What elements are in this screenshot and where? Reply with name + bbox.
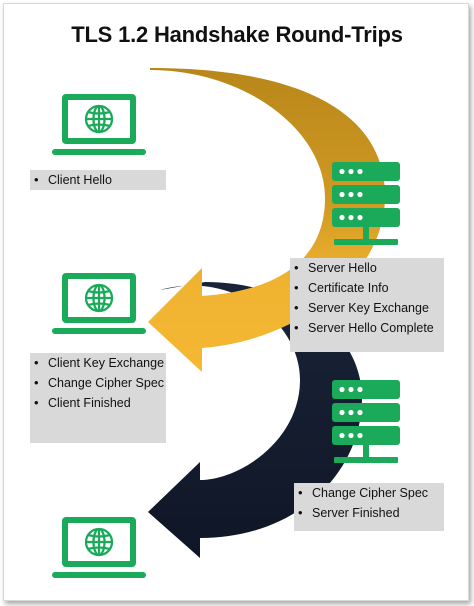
list-item: Server Key Exchange	[290, 298, 444, 318]
globe-icon	[84, 104, 114, 134]
list-item: Client Key Exchange	[30, 353, 166, 373]
diagram-title: TLS 1.2 Handshake Round-Trips	[71, 22, 403, 47]
list-item: Change Cipher Spec	[30, 373, 166, 393]
server-finished-box: Change Cipher Spec Server Finished	[294, 483, 444, 531]
list-item: Client Hello	[30, 170, 166, 190]
globe-icon	[84, 527, 114, 557]
client-key-exchange-box: Client Key Exchange Change Cipher Spec C…	[30, 353, 166, 443]
list-item: Certificate Info	[290, 278, 444, 298]
client-laptop-3	[52, 517, 146, 578]
client-laptop-1	[52, 94, 146, 155]
server-rack-2	[332, 380, 400, 463]
client-hello-box: Client Hello	[30, 170, 166, 190]
globe-icon	[84, 283, 114, 313]
server-hello-box: Server Hello Certificate Info Server Key…	[290, 258, 444, 352]
list-item: Client Finished	[30, 393, 166, 413]
client-laptop-2	[52, 273, 146, 334]
list-item: Server Finished	[294, 503, 444, 523]
list-item: Server Hello Complete	[290, 318, 444, 338]
list-item: Change Cipher Spec	[294, 483, 444, 503]
server-rack-1	[332, 162, 400, 245]
list-item: Server Hello	[290, 258, 444, 278]
